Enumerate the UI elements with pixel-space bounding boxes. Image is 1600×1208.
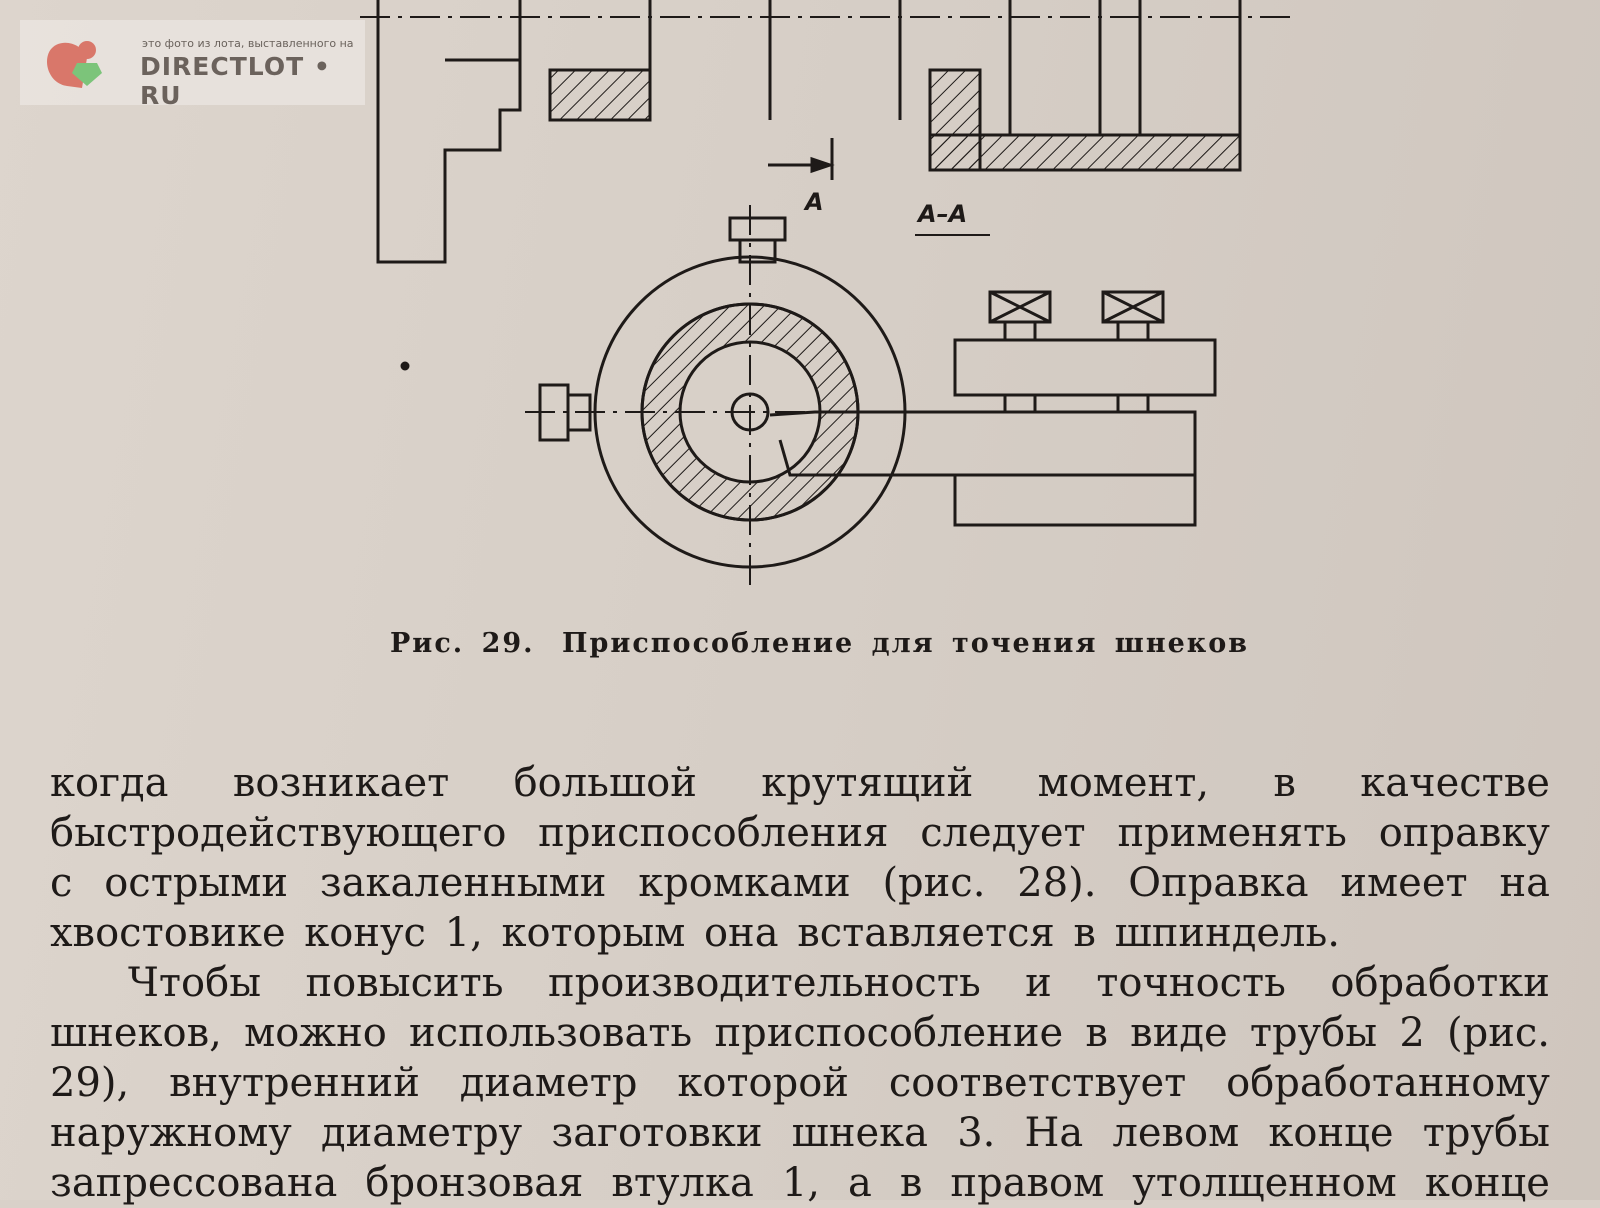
- word: 1,: [444, 910, 483, 956]
- word: бронзовая: [365, 1160, 584, 1206]
- section-mark: А: [805, 188, 824, 216]
- word: которой: [677, 1060, 849, 1106]
- word: Оправка: [1128, 860, 1309, 906]
- word: конце: [1424, 1160, 1550, 1206]
- word: Чтобы: [128, 960, 262, 1006]
- word: соответствует: [888, 1060, 1187, 1106]
- word: кромками: [638, 860, 851, 906]
- word: (рис.: [1447, 1010, 1550, 1056]
- word: шнеков,: [50, 1010, 222, 1056]
- word: использовать: [409, 1010, 693, 1056]
- text-line: быстродействующего приспособления следует п…: [50, 808, 1550, 858]
- word: в: [1273, 760, 1296, 806]
- word: шпиндель.: [1114, 910, 1340, 956]
- body-text: когда возникает большой крутящий момент, в кач…: [50, 758, 1550, 1208]
- word: конце: [1268, 1110, 1394, 1156]
- squirrel-logo-icon: [47, 41, 102, 88]
- text-line: когда возникает большой крутящий момент, в кач…: [50, 758, 1550, 808]
- word: диаметр: [459, 1060, 638, 1106]
- watermark-tagline: это фото из лота, выставленного на: [142, 37, 354, 50]
- word: и: [1025, 960, 1052, 1006]
- word: 1,: [781, 1160, 820, 1206]
- word: приспособления: [538, 810, 889, 856]
- section-label: А–А: [918, 200, 968, 228]
- text-line: 29), внутренний диаметр которой соответствуе…: [50, 1058, 1550, 1108]
- word: 28).: [1017, 860, 1097, 906]
- word: (рис.: [882, 860, 986, 906]
- word: шнека: [791, 1110, 929, 1156]
- figure-caption: Рис. 29. Приспособление для точения шнек…: [390, 628, 1249, 659]
- word: производительность: [547, 960, 981, 1006]
- text-line: Чтобы повысить производительность и точность…: [50, 958, 1550, 1008]
- word: большой: [513, 760, 697, 806]
- word: запрессована: [50, 1160, 338, 1206]
- technical-drawing: [360, 0, 1290, 585]
- caption-title: Приспособление для точения шнеков: [561, 628, 1250, 659]
- word: применять: [1117, 810, 1347, 856]
- word: виде: [1130, 1010, 1228, 1056]
- word: можно: [244, 1010, 387, 1056]
- word: правом: [950, 1160, 1105, 1206]
- top-assembly-view: [360, 0, 1290, 264]
- word: когда: [50, 760, 169, 806]
- word: наружному: [50, 1110, 292, 1156]
- word: трубы: [1249, 1010, 1378, 1056]
- word: в: [1073, 910, 1096, 956]
- word: левом: [1112, 1110, 1240, 1156]
- word: имеет: [1340, 860, 1468, 906]
- word: повысить: [305, 960, 504, 1006]
- text-line: с острыми закаленными кромками (рис. 28). Опра…: [50, 858, 1550, 908]
- word: вставляется: [797, 910, 1055, 956]
- word: заготовки: [551, 1110, 763, 1156]
- word: утолщенном: [1132, 1160, 1397, 1206]
- caption-number: Рис. 29.: [390, 628, 535, 659]
- word: диаметру: [321, 1110, 523, 1156]
- word: возникает: [232, 760, 450, 806]
- word: хвостовике: [50, 910, 286, 956]
- watermark: это фото из лота, выставленного на DIREC…: [20, 20, 365, 110]
- word: на: [1499, 860, 1550, 906]
- word: в: [899, 1160, 923, 1206]
- word: закаленными: [319, 860, 607, 906]
- word: внутренний: [169, 1060, 420, 1106]
- word: а: [848, 1160, 872, 1206]
- word: она: [703, 910, 779, 956]
- word: качестве: [1360, 760, 1550, 806]
- word: крутящий: [761, 760, 974, 806]
- word: обработки: [1330, 960, 1550, 1006]
- word: трубы: [1422, 1110, 1550, 1156]
- word: приспособление: [714, 1010, 1064, 1056]
- word: в: [1085, 1010, 1108, 1056]
- word: острыми: [104, 860, 289, 906]
- word: с: [50, 860, 73, 906]
- word: 2: [1399, 1010, 1425, 1056]
- word: следует: [920, 810, 1086, 856]
- word: быстродействующего: [50, 810, 507, 856]
- word: обработанному: [1226, 1060, 1550, 1106]
- word: оправку: [1378, 810, 1550, 856]
- section-view: [400, 205, 1217, 585]
- word: которым: [501, 910, 686, 956]
- word: точность: [1096, 960, 1286, 1006]
- word: конус: [304, 910, 426, 956]
- word: 3.: [957, 1110, 996, 1156]
- word: На: [1024, 1110, 1084, 1156]
- watermark-brand: DIRECTLOT • RU: [140, 52, 331, 110]
- word: момент,: [1037, 760, 1210, 806]
- word: 29),: [50, 1060, 130, 1106]
- word: втулка: [611, 1160, 754, 1206]
